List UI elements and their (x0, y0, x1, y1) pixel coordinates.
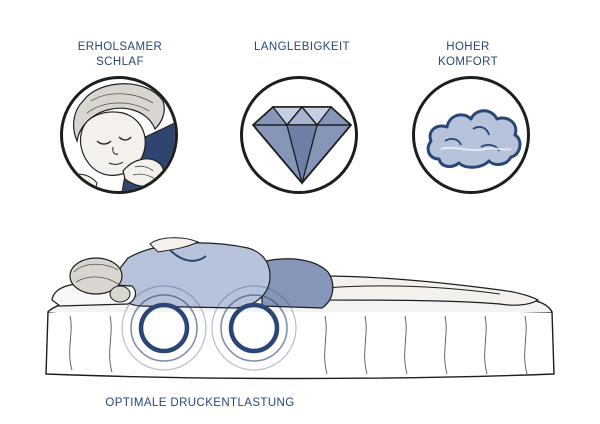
feature-label-line: SCHLAF (96, 56, 144, 68)
feature-label-comfort: HOHER KOMFORT (418, 40, 518, 70)
torso (113, 242, 271, 309)
diamond-icon (252, 105, 352, 186)
shorts (261, 258, 334, 309)
pressure-ring-hip (211, 285, 297, 371)
feature-circle-durable (240, 76, 358, 194)
feature-label-sleep: ERHOLSAMER SCHLAF (70, 40, 170, 70)
feature-label-line: LANGLEBIGKEIT (254, 41, 350, 53)
legs (319, 275, 540, 306)
pressure-ring-shoulder (121, 285, 207, 371)
cloud-icon (426, 109, 522, 169)
feature-label-durable: LANGLEBIGKEIT (242, 40, 362, 55)
mattress-texture (69, 315, 528, 375)
sleeping-face-icon (63, 83, 175, 191)
feature-label-line: ERHOLSAMER (77, 41, 163, 53)
feature-label-line: KOMFORT (437, 56, 499, 68)
mattress (45, 306, 555, 380)
caption-pressure-relief: OPTIMALE DRUCKENTLASTUNG (105, 397, 295, 409)
head (69, 257, 123, 295)
arm (149, 237, 200, 253)
feature-label-line: HOHER (446, 41, 490, 53)
feature-circle-sleep (60, 76, 178, 194)
feature-circle-comfort (412, 76, 530, 194)
